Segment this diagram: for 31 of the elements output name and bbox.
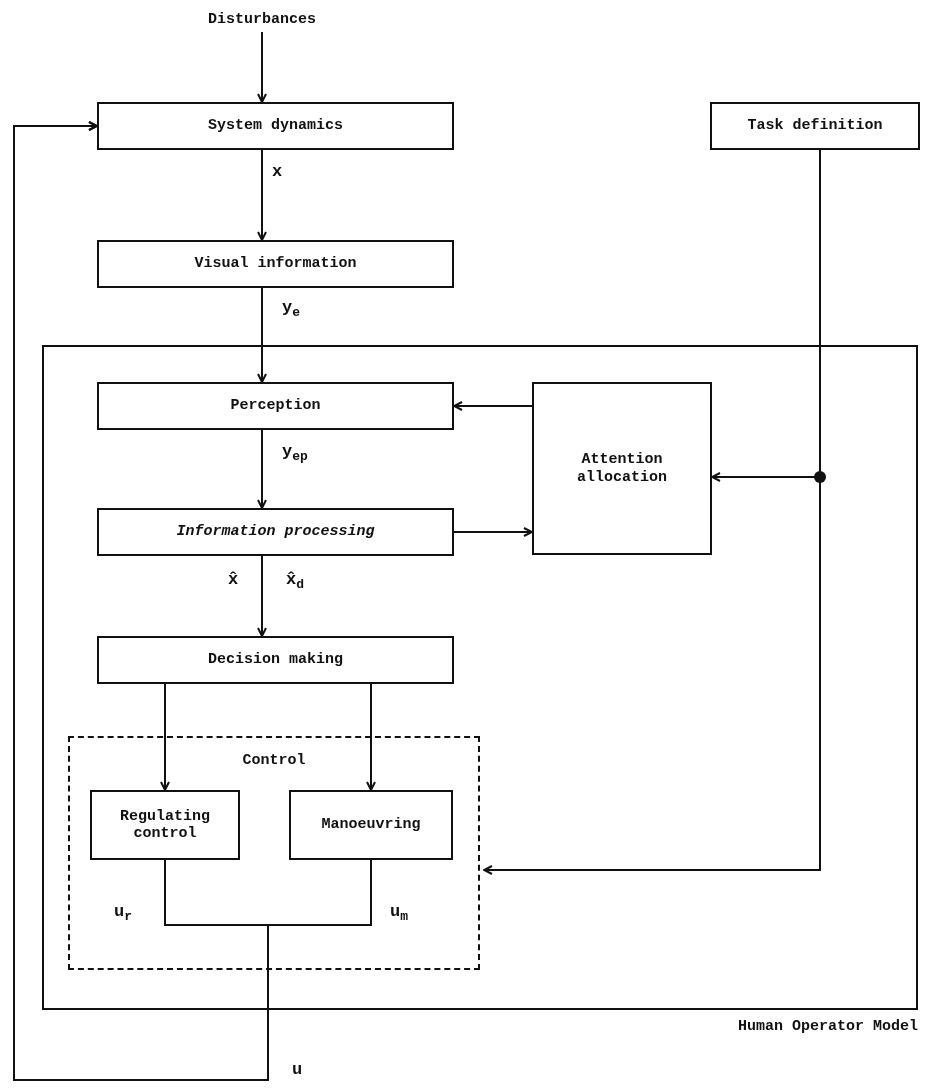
arrow (257, 31, 267, 103)
arrow (257, 555, 267, 637)
group-title: Human Operator Model (737, 1018, 918, 1036)
arrow (160, 683, 170, 791)
box-label: Attention allocation (576, 451, 668, 486)
box-label: Visual information (194, 255, 357, 273)
process-box (289, 790, 453, 860)
arrow (257, 149, 267, 241)
group-title: Control (241, 752, 307, 770)
arrow (257, 287, 267, 383)
process-box (97, 102, 454, 150)
process-box (532, 382, 712, 555)
process-box (90, 790, 240, 860)
arrow (13, 121, 372, 1081)
arrow (366, 683, 376, 791)
box-label: Perception (230, 397, 321, 415)
box-label: Decision making (208, 651, 343, 669)
process-box (97, 382, 454, 430)
process-box (97, 240, 454, 288)
box-label: System dynamics (208, 117, 343, 135)
process-box (710, 102, 920, 150)
process-box (97, 508, 454, 556)
box-label: Information processing (176, 523, 375, 541)
process-box (97, 636, 454, 684)
arrow (257, 429, 267, 509)
input-label: Disturbances (192, 8, 332, 32)
box-label: Manoeuvring (321, 816, 421, 834)
box-label: Task definition (747, 117, 883, 135)
box-label: Regulating control (119, 807, 211, 843)
arrow (453, 527, 533, 537)
arrow (453, 401, 533, 411)
